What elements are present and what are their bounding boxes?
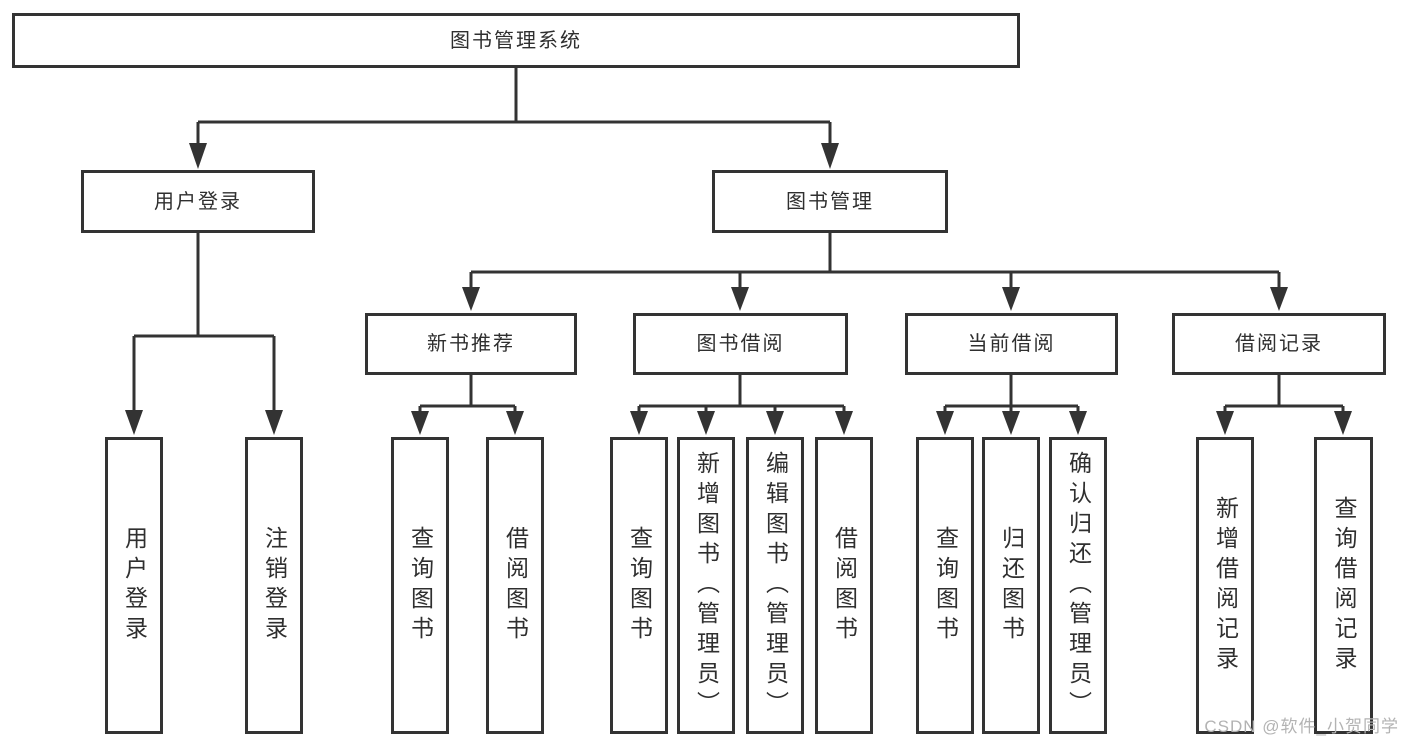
leaf-borrow-book: 借阅图书	[815, 437, 873, 734]
node-book-management: 图书管理	[712, 170, 948, 233]
connector-root-to-level2	[189, 68, 839, 169]
connector-manage-to-level3	[462, 233, 1288, 311]
leaf-user-login: 用户登录	[105, 437, 163, 734]
leaf-query-book-borrow: 查询图书	[610, 437, 668, 734]
connector-recommend-to-leaves	[411, 375, 524, 435]
leaf-borrow-book-recommend: 借阅图书	[486, 437, 544, 734]
leaf-confirm-return-admin: 确认归还（管理员）	[1049, 437, 1107, 734]
connector-current-to-leaves	[936, 375, 1087, 435]
node-current-borrow: 当前借阅	[905, 313, 1118, 375]
leaf-query-borrow-record: 查询借阅记录	[1314, 437, 1373, 734]
node-borrow-records: 借阅记录	[1172, 313, 1386, 375]
connector-login-to-leaves	[125, 233, 283, 435]
leaf-query-book-current: 查询图书	[916, 437, 974, 734]
csdn-watermark: CSDN @软件_小贺同学	[1204, 717, 1399, 736]
leaf-add-book-admin: 新增图书（管理员）	[677, 437, 735, 734]
leaf-return-book: 归还图书	[982, 437, 1040, 734]
leaf-add-borrow-record: 新增借阅记录	[1196, 437, 1254, 734]
connector-borrow-to-leaves	[630, 375, 853, 435]
leaf-edit-book-admin: 编辑图书（管理员）	[746, 437, 804, 734]
node-user-login: 用户登录	[81, 170, 315, 233]
node-book-borrow: 图书借阅	[633, 313, 848, 375]
node-root-system: 图书管理系统	[12, 13, 1020, 68]
connector-records-to-leaves	[1216, 375, 1352, 435]
leaf-query-book-recommend: 查询图书	[391, 437, 449, 734]
leaf-logout: 注销登录	[245, 437, 303, 734]
node-new-book-recommend: 新书推荐	[365, 313, 577, 375]
